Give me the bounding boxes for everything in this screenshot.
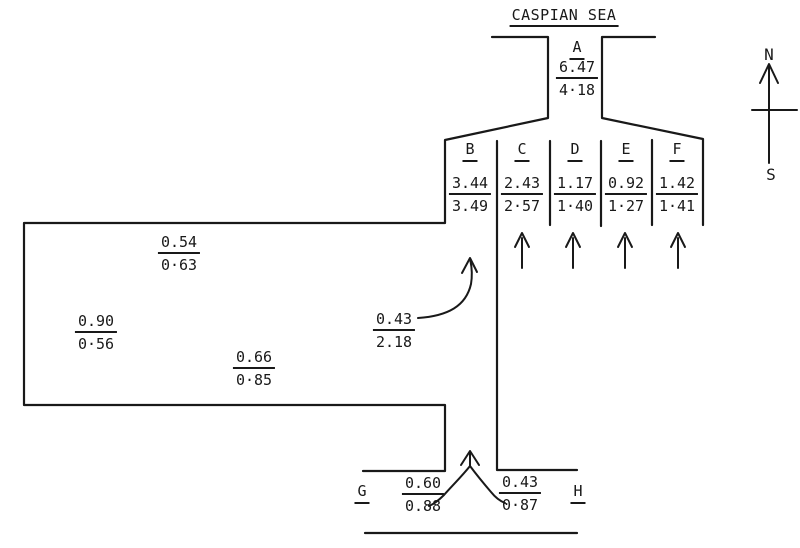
- channel-d-label-wrap: D: [567, 140, 583, 162]
- channel-f-flow: 1.42 1·41: [655, 176, 699, 215]
- channel-d-flow-upper: 1.17: [553, 176, 597, 195]
- channel-a-flow-lower: 4·18: [558, 81, 596, 99]
- compass-rose: [751, 63, 798, 164]
- channel-c-flow-upper: 2.43: [500, 176, 544, 195]
- channel-e-flow-upper: 0.92: [604, 176, 648, 195]
- channel-c-flow-lower: 2·57: [503, 197, 541, 215]
- outlet-h-label-wrap: H: [570, 482, 586, 504]
- inflow-flow-upper: 0.43: [372, 312, 416, 331]
- channel-a-label-wrap: A: [569, 38, 585, 60]
- bay-flow-3: 0.66 0·85: [232, 350, 276, 389]
- channel-e-flow-lower: 1·27: [607, 197, 645, 215]
- channel-b-label-wrap: B: [462, 140, 478, 162]
- channel-a-flow-upper: 6.47: [555, 60, 599, 79]
- bay-flow-2: 0.90 0·56: [74, 314, 118, 353]
- outlet-h-label: H: [570, 482, 586, 504]
- inflow-flow: 0.43 2.18: [372, 312, 416, 351]
- channel-e-flow: 0.92 1·27: [604, 176, 648, 215]
- bay-flow-2-lower: 0·56: [77, 335, 115, 353]
- channel-e-label: E: [618, 140, 634, 162]
- mid-channel-wall: [495, 139, 579, 472]
- outlet-h-flow-lower: 0·87: [501, 496, 539, 514]
- channel-c-flow: 2.43 2·57: [500, 176, 544, 215]
- flow-arrow-c: [514, 232, 530, 269]
- bay-flow-3-lower: 0·85: [235, 371, 273, 389]
- channel-b-flow-lower: 3.49: [451, 197, 489, 215]
- bay-flow-2-upper: 0.90: [74, 314, 118, 333]
- channel-b-flow: 3.44 3.49: [448, 176, 492, 215]
- outlet-g-flow: 0.60 0.88: [401, 476, 445, 515]
- flow-arrow-f: [670, 232, 686, 269]
- flow-arrow-d: [565, 232, 581, 269]
- south-inlet-arrow: [428, 450, 506, 507]
- channel-f-label-wrap: F: [669, 140, 685, 162]
- channel-d-flow-lower: 1·40: [556, 197, 594, 215]
- compass-north-label: N: [764, 45, 774, 64]
- outlet-h-flow: 0.43 0·87: [498, 475, 542, 514]
- channel-c-label: C: [514, 140, 530, 162]
- outlet-g-flow-lower: 0.88: [404, 497, 442, 515]
- flow-arrow-e: [617, 232, 633, 269]
- channel-c-label-wrap: C: [514, 140, 530, 162]
- channel-d-label: D: [567, 140, 583, 162]
- bay-flow-3-upper: 0.66: [232, 350, 276, 369]
- outlet-g-flow-upper: 0.60: [401, 476, 445, 495]
- bay-flow-1-lower: 0·63: [160, 256, 198, 274]
- west-shoreline: [22, 35, 550, 473]
- east-shoreline: [600, 35, 705, 227]
- caspian-sea-label: CASPIAN SEA: [509, 8, 619, 27]
- inflow-flow-lower: 2.18: [375, 333, 413, 351]
- outlet-g-label-wrap: G: [354, 482, 370, 504]
- bay-flow-1: 0.54 0·63: [157, 235, 201, 274]
- channel-f-label: F: [669, 140, 685, 162]
- compass-south-label: S: [766, 165, 776, 184]
- channel-e-label-wrap: E: [618, 140, 634, 162]
- channel-a-flow: 6.47 4·18: [555, 60, 599, 99]
- outlet-g-label: G: [354, 482, 370, 504]
- channel-b-label: B: [462, 140, 478, 162]
- bay-flow-1-upper: 0.54: [157, 235, 201, 254]
- channel-b-flow-upper: 3.44: [448, 176, 492, 195]
- inflow-curved-arrow: [417, 257, 478, 319]
- channel-f-flow-lower: 1·41: [658, 197, 696, 215]
- outlet-h-flow-upper: 0.43: [498, 475, 542, 494]
- channel-d-flow: 1.17 1·40: [553, 176, 597, 215]
- channel-f-flow-upper: 1.42: [655, 176, 699, 195]
- channel-a-label: A: [569, 38, 585, 60]
- compass-arrowhead: [759, 63, 779, 84]
